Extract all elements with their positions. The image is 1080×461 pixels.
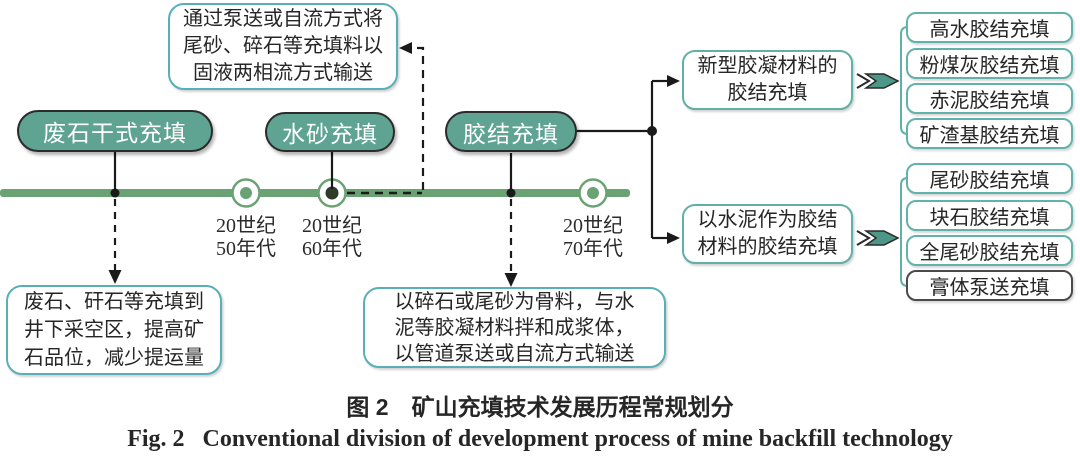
- branch-label-line: 以水泥作为胶结: [697, 209, 838, 231]
- arrowhead-right-cement-binder: [667, 232, 680, 244]
- note-line: 通过泵送或自流方式将: [183, 8, 383, 30]
- note-line: 尾砂、碎石等充填料以: [183, 35, 383, 57]
- leaf-fly-ash-cemented-fill: 粉煤灰胶结充填: [906, 48, 1073, 79]
- note-line: 井下采空区，提高矿: [24, 319, 204, 341]
- caption-chinese: 图 2 矿山充填技术发展历程常规划分: [346, 394, 734, 420]
- note-slurry-transport: 以碎石或尾砂为骨料，与水 泥等胶凝材料拌和成浆体， 以管道泵送或自流方式输送: [363, 287, 666, 368]
- connector-branch-tree: [577, 75, 680, 244]
- era-line: 20世纪: [216, 215, 276, 237]
- pill-hydraulic-fill: 水砂充填: [265, 112, 395, 152]
- leaf-tailings-cemented-fill: 尾砂胶结充填: [906, 163, 1073, 194]
- era-marker-1960s: [317, 178, 347, 208]
- note-line: 废石、矸石等充填到: [24, 291, 204, 313]
- era-line: 60年代: [302, 238, 362, 260]
- leaf-red-mud-cemented-fill: 赤泥胶结充填: [906, 83, 1073, 114]
- era-line: 20世纪: [302, 215, 362, 237]
- era-label-1950s: 20世纪 50年代: [201, 215, 291, 261]
- connector-cemented-fill: [504, 153, 518, 287]
- dashed-riser-to-pump-note: [412, 46, 425, 190]
- era-marker-1970s: [578, 178, 608, 208]
- arrowhead-down-slurry-note: [504, 273, 518, 287]
- arrowhead-right-new-binder: [667, 75, 680, 87]
- era-label-1960s: 20世纪 60年代: [287, 215, 377, 261]
- timeline-band: [0, 189, 630, 197]
- caption-english: Fig. 2 Conventional division of developm…: [127, 426, 953, 452]
- connector-waste-rock: [108, 152, 122, 284]
- note-line: 固液两相流方式输送: [193, 62, 373, 84]
- note-line: 石品位，减少提运量: [24, 347, 204, 369]
- pill-cemented-fill: 胶结充填: [445, 111, 577, 152]
- bracket-bottom-group: [900, 177, 909, 287]
- note-line: 以管道泵送或自流方式输送: [394, 342, 635, 365]
- fat-arrow-top: [856, 73, 900, 89]
- note-line: 泥等胶凝材料拌和成浆体，: [394, 316, 635, 339]
- era-label-1970s: 20世纪 70年代: [548, 215, 638, 261]
- branch-label-line: 材料的胶结充填: [697, 236, 838, 258]
- branch-label-line: 胶结充填: [727, 82, 808, 104]
- arrowhead-left-pump-note: [399, 42, 412, 54]
- branch-label-line: 新型胶凝材料的: [697, 55, 838, 77]
- leaf-paste-pumping-fill: 膏体泵送充填: [906, 270, 1073, 301]
- pill-waste-rock-dry-fill: 废石干式充填: [17, 110, 213, 152]
- fat-arrow-bottom: [856, 230, 900, 246]
- branch-box-cement-binder: 以水泥作为胶结 材料的胶结充填: [682, 204, 853, 264]
- leaf-slag-based-cemented-fill: 矿渣基胶结充填: [906, 118, 1073, 149]
- bracket-top-group: [900, 26, 909, 135]
- era-line: 70年代: [563, 238, 623, 260]
- note-line: 以碎石或尾砂为骨料，与水: [394, 290, 635, 313]
- leaf-full-tailings-cemented-fill: 全尾砂胶结充填: [906, 235, 1073, 266]
- era-line: 50年代: [216, 238, 276, 260]
- leaf-high-water-cemented-fill: 高水胶结充填: [906, 12, 1073, 43]
- note-pump-transport: 通过泵送或自流方式将 尾砂、碎石等充填料以 固液两相流方式输送: [168, 3, 398, 90]
- diagram-connectors: [0, 26, 909, 287]
- note-waste-rock-purpose: 废石、矸石等充填到 井下采空区，提高矿 石品位，减少提运量: [6, 285, 222, 375]
- branch-box-new-binder: 新型胶凝材料的 胶结充填: [682, 50, 853, 110]
- era-marker-1950s: [231, 178, 261, 208]
- era-line: 20世纪: [563, 215, 623, 237]
- arrowhead-down-waste-note: [108, 270, 122, 284]
- leaf-rock-block-cemented-fill: 块石胶结充填: [906, 200, 1073, 231]
